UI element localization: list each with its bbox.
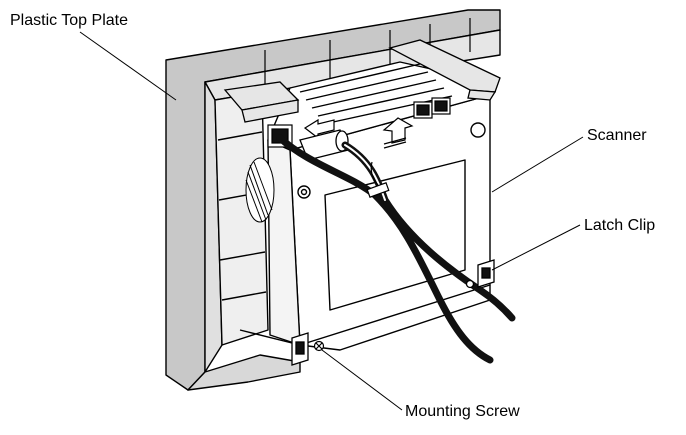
frame-top-slots	[264, 18, 471, 90]
fan-grille	[245, 157, 275, 223]
leader-lines	[79, 31, 584, 411]
connector-ports-right	[413, 97, 451, 119]
label-mounting-screw: Mounting Screw	[405, 403, 520, 420]
leader-line-top-plate	[79, 31, 177, 101]
leader-line-screw	[321, 349, 403, 411]
bottom-latch	[291, 332, 309, 366]
label-scanner: Scanner	[587, 127, 647, 144]
upward-arrow-icon	[382, 117, 414, 149]
cable-tie	[366, 161, 390, 198]
mounting-screw	[313, 340, 325, 352]
top-left-clamp	[223, 81, 300, 123]
label-plastic-top-plate: Plastic Top Plate	[10, 12, 128, 29]
latch-clip	[465, 259, 495, 289]
label-latch-clip: Latch Clip	[584, 217, 656, 234]
scanner-body	[267, 61, 491, 351]
leader-line-latch	[491, 224, 581, 271]
leader-line-scanner	[491, 136, 584, 193]
top-right-clamp	[388, 39, 501, 101]
